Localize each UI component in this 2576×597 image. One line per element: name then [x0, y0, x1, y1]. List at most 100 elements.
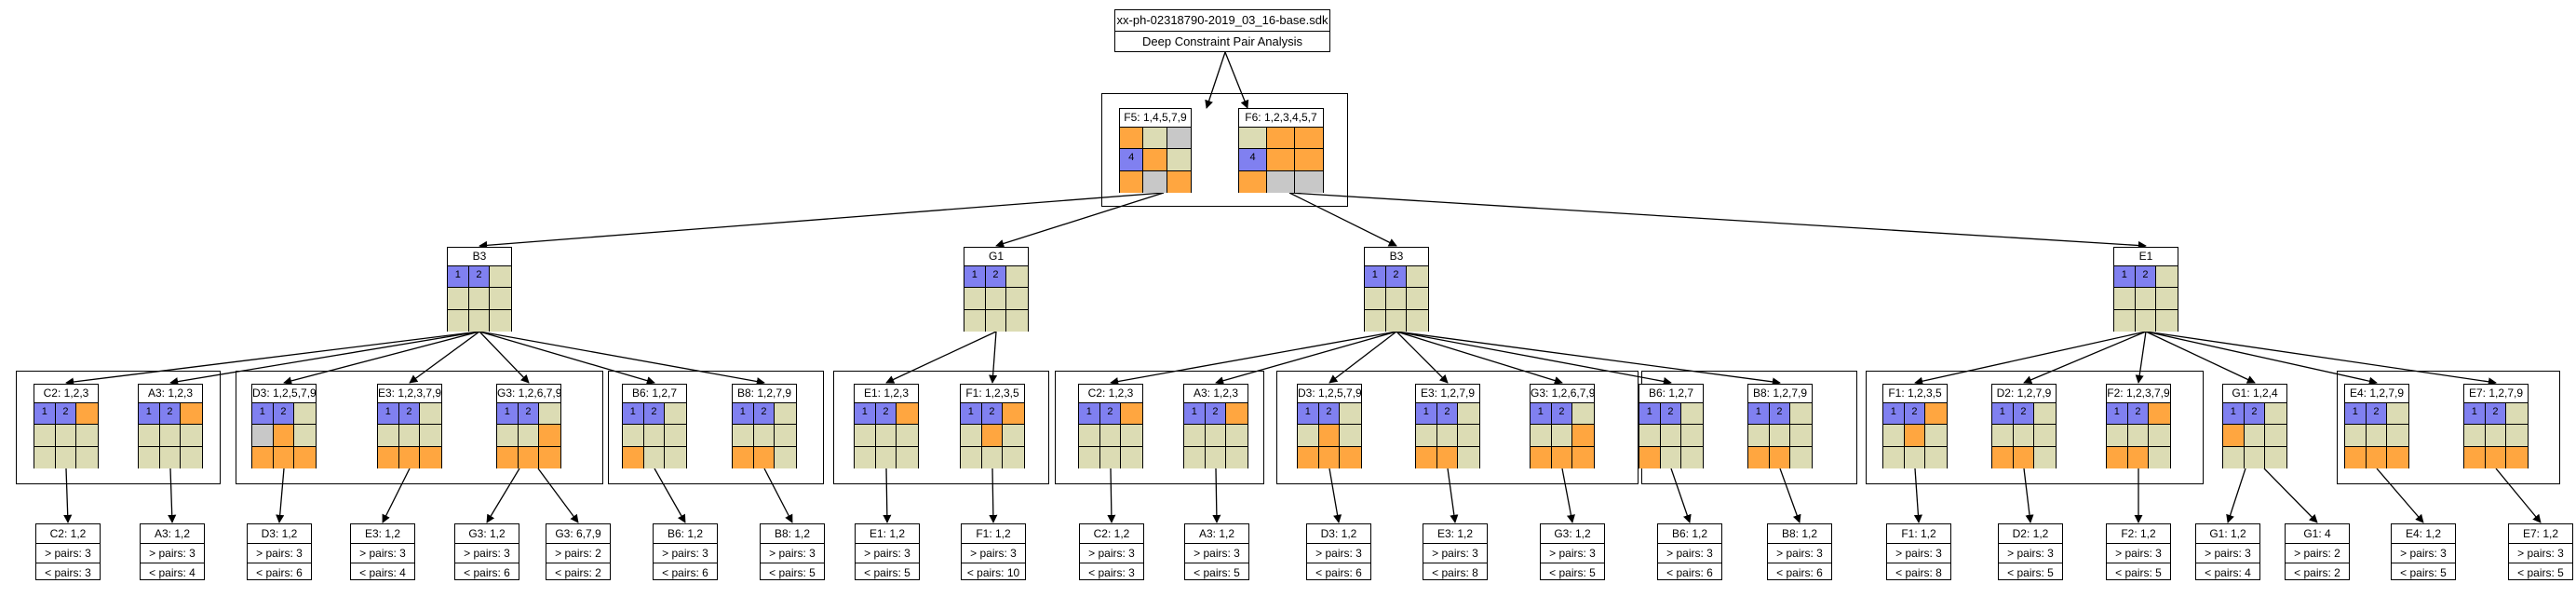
grid-cell — [378, 425, 399, 447]
grid-cell — [2387, 446, 2408, 468]
grid-cell: 1 — [2107, 403, 2128, 426]
grid-cell: 1 — [252, 403, 274, 426]
pairs-less-count: < pairs: 6 — [256, 566, 303, 579]
grid-cell — [733, 425, 754, 447]
pairs-greater-count: > pairs: 3 — [1423, 544, 1487, 563]
grid-cell — [1295, 170, 1323, 193]
pairs-greater-count: > pairs: 3 — [2509, 544, 2572, 563]
edge-arrow — [2023, 468, 2034, 523]
grid-cell — [2485, 425, 2507, 447]
pairs-greater-count: > pairs: 3 — [2196, 544, 2259, 563]
grid-cell — [1639, 425, 1661, 447]
grid-cell: 1 — [2345, 403, 2367, 426]
grid-cell — [2034, 446, 2056, 468]
cluster-box — [2337, 371, 2560, 484]
grid-cell — [1003, 425, 1024, 447]
pair-count-node: E1: 1,2> pairs: 3< pairs: 5 — [855, 523, 920, 580]
grid-cell — [623, 425, 644, 447]
grid-cell: 2 — [2013, 403, 2035, 426]
pairs-greater-count: > pairs: 3 — [1541, 544, 1604, 563]
grid-cell: 2 — [1904, 403, 1926, 426]
grid-cell — [1121, 446, 1142, 468]
pair-count-node: G3: 1,2> pairs: 3< pairs: 5 — [1540, 523, 1605, 580]
edge-arrow — [1396, 331, 1672, 386]
grid-cell — [468, 309, 491, 332]
grid-cell: 2 — [273, 403, 295, 426]
grid-cell — [1925, 425, 1947, 447]
grid-cell — [1551, 446, 1573, 468]
grid-cell — [981, 425, 1004, 447]
grid-node-label: E3: 1,2,3,7,9 — [378, 385, 441, 403]
edge-arrow — [995, 192, 1165, 248]
edge-arrow — [2263, 468, 2318, 523]
pair-node-label: G3: 1,2 — [455, 524, 519, 544]
grid-cell — [733, 446, 754, 468]
grid-cell — [490, 266, 511, 289]
grid-cell — [1748, 425, 1770, 447]
grid-cell: 2 — [1318, 403, 1341, 426]
grid-cell — [981, 446, 1004, 468]
pair-count-node: E3: 1,2> pairs: 3< pairs: 4 — [350, 523, 415, 580]
grid-node-label: B6: 1,2,7 — [1639, 385, 1703, 403]
grid-cell — [539, 446, 560, 468]
grid-cell — [490, 309, 511, 332]
grid-cell — [1883, 425, 1905, 447]
grid-cell — [855, 446, 876, 468]
cluster-box — [236, 371, 603, 484]
pair-count-node: E4: 1,2> pairs: 3< pairs: 5 — [2391, 523, 2456, 580]
pairs-less-count: < pairs: 5 — [2400, 566, 2447, 579]
grid-cell — [2366, 446, 2388, 468]
grid-cell: 2 — [159, 403, 182, 426]
grid-node-label: F2: 1,2,3,7,9 — [2107, 385, 2170, 403]
pair-node-label: C2: 1,2 — [1080, 524, 1143, 544]
pair-count-node: A3: 1,2> pairs: 3< pairs: 5 — [1184, 523, 1249, 580]
pairs-greater-count: > pairs: 3 — [1658, 544, 1721, 563]
grid-cell — [1790, 446, 1812, 468]
pair-count-node: D3: 1,2> pairs: 3< pairs: 6 — [1306, 523, 1371, 580]
grid-cell — [2156, 266, 2178, 289]
edge-arrow — [382, 468, 411, 523]
grid-node-label: D3: 1,2,5,7,9 — [252, 385, 316, 403]
grid-cell — [1458, 403, 1479, 426]
pair-node-label: F1: 1,2 — [1887, 524, 1950, 544]
grid-cell — [1006, 288, 1028, 310]
grid-cell — [2464, 446, 2486, 468]
edge-arrow — [2145, 331, 2256, 384]
grid-cell — [420, 425, 441, 447]
grid-cell — [1769, 446, 1791, 468]
grid-cell — [1226, 403, 1248, 426]
grid-cell — [985, 309, 1007, 332]
edge-arrow — [1561, 468, 1575, 523]
grid-cell — [159, 425, 182, 447]
grid-cell — [76, 425, 98, 447]
pairs-less-count: < pairs: 5 — [2517, 566, 2564, 579]
grid-cell — [1769, 425, 1791, 447]
grid-cell — [2265, 403, 2286, 426]
pair-count-node: C2: 1,2> pairs: 3< pairs: 3 — [35, 523, 101, 580]
grid-cell — [1660, 425, 1682, 447]
pair-node-label: C2: 1,2 — [36, 524, 100, 544]
grid-cell — [420, 403, 441, 426]
edge-arrow — [1913, 468, 1922, 523]
grid-node-label: D2: 1,2,7,9 — [1992, 385, 2056, 403]
pair-count-node: G3: 1,2> pairs: 3< pairs: 6 — [454, 523, 519, 580]
grid-cell — [753, 425, 775, 447]
grid-cell — [34, 446, 56, 468]
edge-arrow — [1779, 468, 1801, 523]
grid-cell — [1365, 309, 1386, 332]
grid-cell — [181, 446, 202, 468]
grid-cell — [1006, 266, 1028, 289]
grid-cell — [2223, 425, 2245, 447]
grid-cell — [2265, 425, 2286, 447]
grid-node-label: F1: 1,2,3,5 — [961, 385, 1024, 403]
grid-cell — [753, 446, 775, 468]
pairs-less-count: < pairs: 5 — [2115, 566, 2162, 579]
